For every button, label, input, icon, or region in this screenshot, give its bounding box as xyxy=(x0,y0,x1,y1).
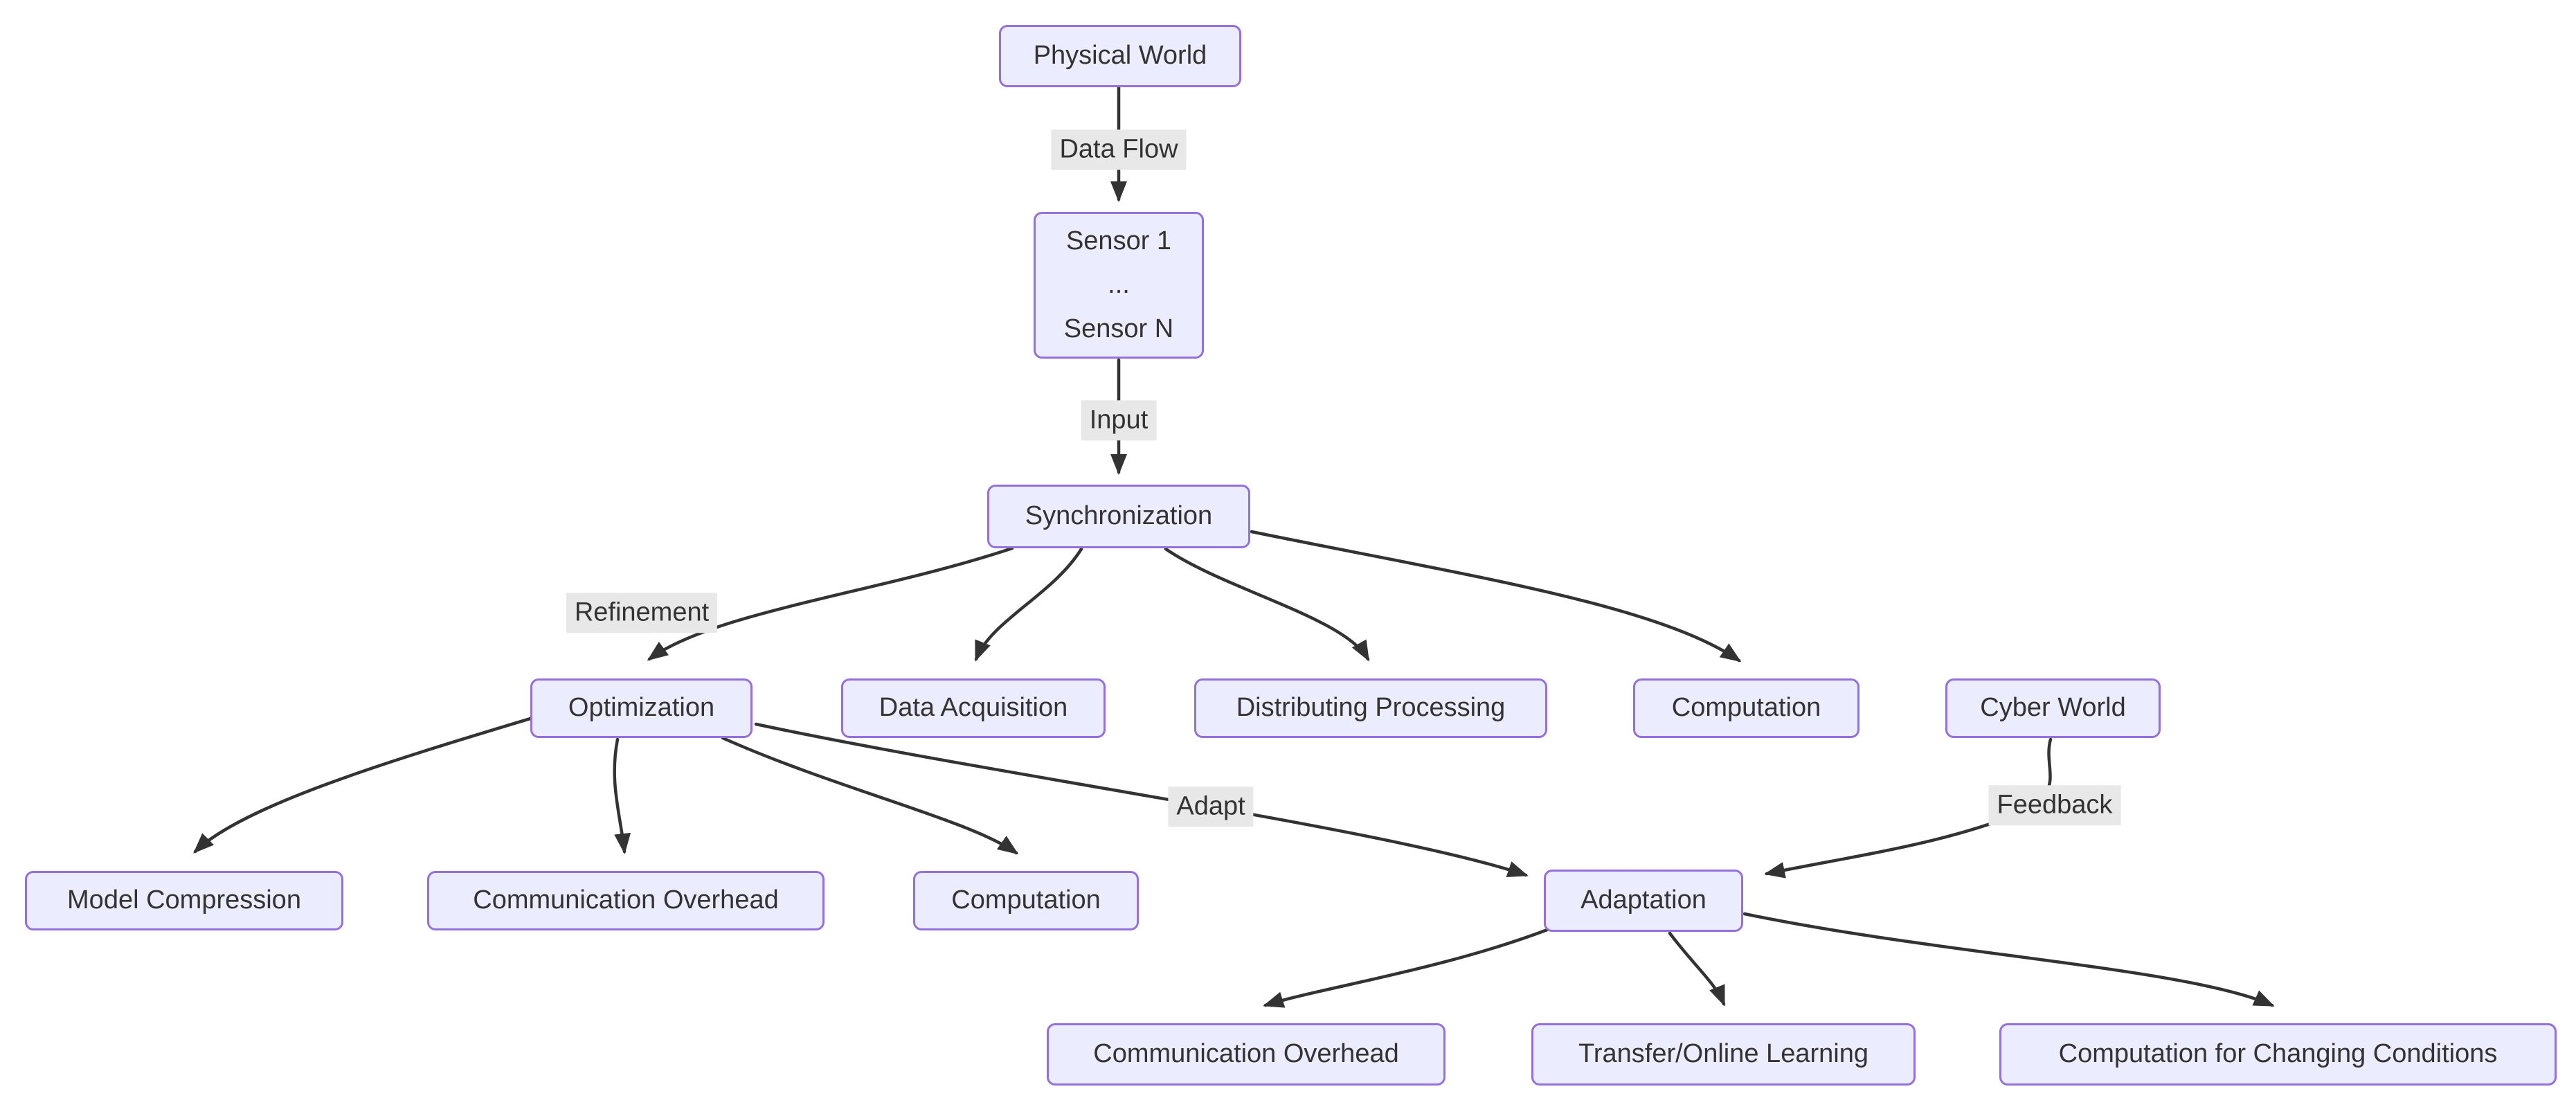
node-data-acquisition: Data Acquisition xyxy=(841,678,1106,738)
edge-label-refinement: Refinement xyxy=(566,593,718,633)
edge-synchronization-distributingprocessing xyxy=(1164,547,1370,662)
node-label: Communication Overhead xyxy=(473,885,779,915)
edge-optimization-modelcompression xyxy=(193,717,532,854)
node-label: Cyber World xyxy=(1980,693,2126,723)
node-cyber-world: Cyber World xyxy=(1945,678,2161,738)
node-label: Synchronization xyxy=(1025,501,1213,531)
node-label-line: ... xyxy=(1108,270,1130,300)
edge-adaptation-transferonlinelearning xyxy=(1668,931,1726,1007)
node-computation-changing-conditions: Computation for Changing Conditions xyxy=(1999,1023,2557,1086)
edge-label-adapt: Adapt xyxy=(1168,786,1254,827)
node-model-compression: Model Compression xyxy=(25,871,343,930)
edge-synchronization-optimization xyxy=(647,546,1014,661)
node-optimization: Optimization xyxy=(530,678,753,738)
node-label: Distributing Processing xyxy=(1236,693,1506,723)
node-computation-opt: Computation xyxy=(913,871,1139,930)
node-synchronization: Synchronization xyxy=(987,485,1250,548)
node-label: Computation for Changing Conditions xyxy=(2058,1039,2498,1069)
node-sensors: Sensor 1 ... Sensor N xyxy=(1034,212,1204,359)
node-label: Computation xyxy=(1671,693,1821,723)
edge-adaptation-computationchangingconditions xyxy=(1742,912,2275,1007)
node-label: Model Compression xyxy=(67,885,301,915)
edge-adaptation-communicationoverhead xyxy=(1263,924,1558,1008)
node-physical-world: Physical World xyxy=(999,25,1241,87)
node-computation-sync: Computation xyxy=(1633,678,1859,738)
edge-label-data-flow: Data Flow xyxy=(1051,129,1187,170)
node-transfer-online-learning: Transfer/Online Learning xyxy=(1531,1023,1916,1086)
edge-label-input: Input xyxy=(1081,400,1157,440)
edge-synchronization-computation xyxy=(1250,530,1742,663)
edge-optimization-adaptation xyxy=(754,722,1529,878)
node-label-line: Sensor N xyxy=(1063,314,1174,343)
edge-synchronization-dataacquisition xyxy=(974,547,1083,662)
node-communication-overhead-opt: Communication Overhead xyxy=(427,871,825,930)
node-adaptation: Adaptation xyxy=(1544,870,1743,932)
node-label: Computation xyxy=(951,885,1101,915)
node-label: Data Acquisition xyxy=(879,693,1068,723)
node-label: Adaptation xyxy=(1580,885,1706,915)
node-label: Transfer/Online Learning xyxy=(1578,1039,1868,1069)
edge-optimization-computation xyxy=(721,736,1019,855)
node-label: Optimization xyxy=(568,693,715,723)
node-distributing-processing: Distributing Processing xyxy=(1194,678,1547,738)
edge-label-feedback: Feedback xyxy=(1988,785,2121,825)
edge-optimization-communicationoverhead xyxy=(613,737,631,854)
node-label: Communication Overhead xyxy=(1093,1039,1399,1069)
node-label-line: Sensor 1 xyxy=(1065,226,1172,255)
node-label: Physical World xyxy=(1033,41,1207,71)
node-communication-overhead-adapt: Communication Overhead xyxy=(1047,1023,1445,1086)
